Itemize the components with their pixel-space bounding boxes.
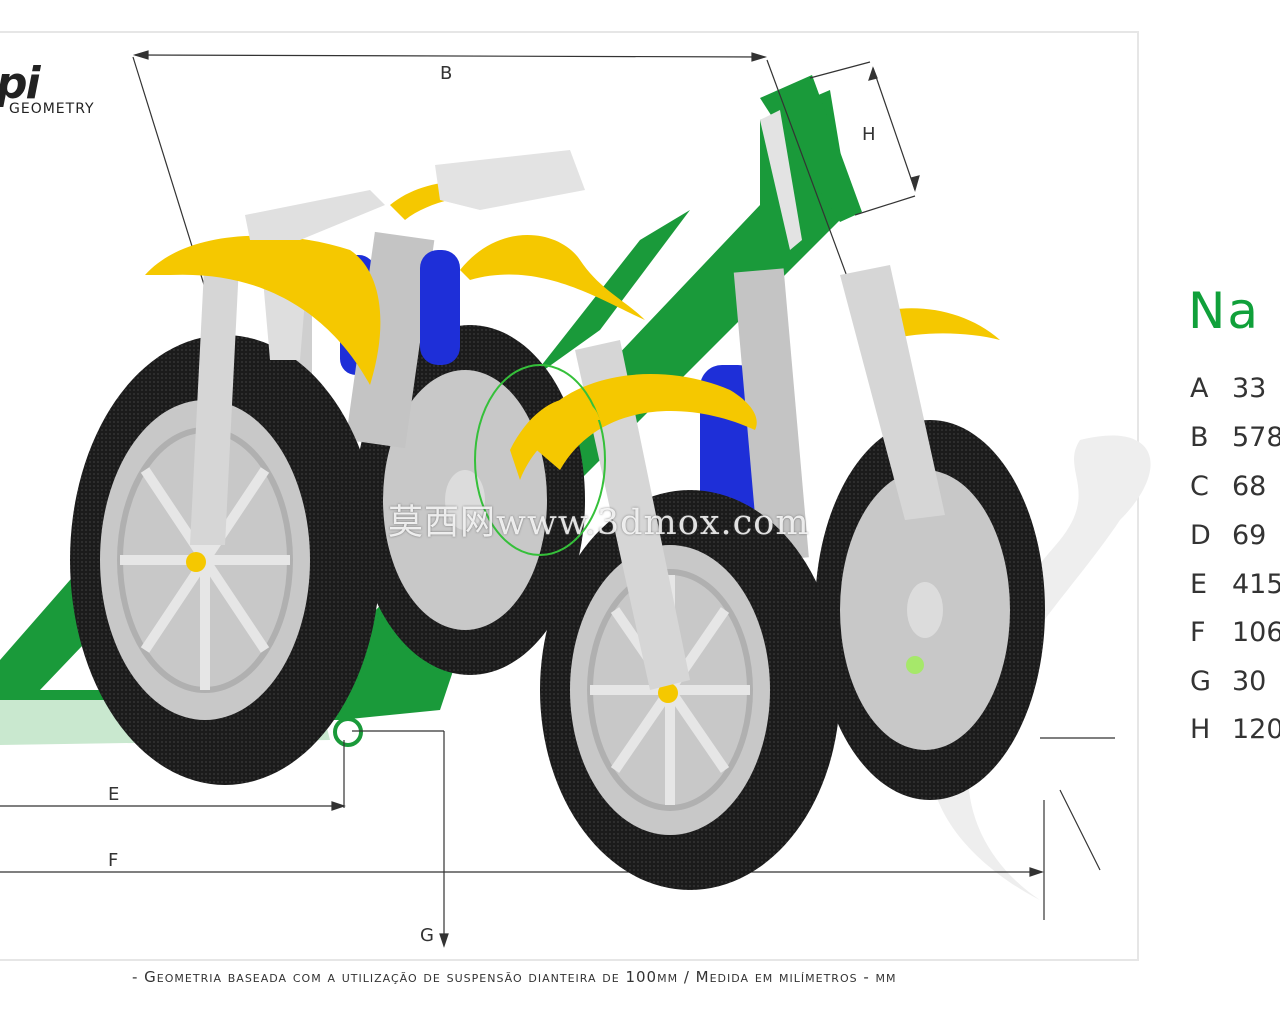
- spec-letter: G: [1190, 666, 1211, 697]
- spec-letter: F: [1190, 617, 1206, 648]
- spec-row: H 120: [1190, 714, 1280, 745]
- spec-value: 106: [1232, 617, 1280, 648]
- spec-value: 69: [1232, 520, 1267, 551]
- spec-row: E 415: [1190, 569, 1280, 600]
- spec-letter: D: [1190, 520, 1211, 551]
- background-swoosh: [930, 435, 1151, 900]
- dimension-label-f: F: [108, 850, 119, 871]
- spec-row: D 69: [1190, 520, 1266, 551]
- spec-value: 30: [1232, 666, 1267, 697]
- spec-row: C 68: [1190, 471, 1266, 502]
- bike-center-hub: [390, 150, 645, 556]
- spec-row: G 30: [1190, 666, 1266, 697]
- spec-letter: A: [1190, 373, 1209, 404]
- dimension-label-g: G: [420, 925, 434, 946]
- dimension-label-e: E: [108, 784, 120, 805]
- dimension-label-b: B: [440, 63, 453, 84]
- spec-letter: B: [1190, 422, 1209, 453]
- spec-value: 415: [1232, 569, 1280, 600]
- model-name: Na: [1188, 282, 1261, 340]
- brand-subtitle: GEOMETRY: [9, 101, 95, 117]
- site-watermark: 莫西网www.3dmox.com: [388, 503, 810, 543]
- bike-front-right: [525, 265, 1000, 890]
- spec-value: 33: [1232, 373, 1267, 404]
- bike-rear-right: [815, 420, 1045, 800]
- spec-row: F 106: [1190, 617, 1280, 648]
- bike-front-left: [70, 190, 435, 785]
- brand-logo: pi: [0, 58, 41, 109]
- spec-value: 120: [1232, 714, 1280, 745]
- spec-letter: E: [1190, 569, 1208, 600]
- spec-value: 68: [1232, 471, 1267, 502]
- footer-note: - Geometria baseada com a utilização de …: [132, 968, 897, 986]
- spec-row: A 33: [1190, 373, 1266, 404]
- spec-value: 578: [1232, 422, 1280, 453]
- spec-letter: H: [1190, 714, 1211, 745]
- spec-row: B 578: [1190, 422, 1280, 453]
- dimension-label-h: H: [862, 124, 876, 145]
- spec-letter: C: [1190, 471, 1209, 502]
- bike-rear-left: [355, 325, 585, 675]
- dimension-lines: [0, 50, 1115, 948]
